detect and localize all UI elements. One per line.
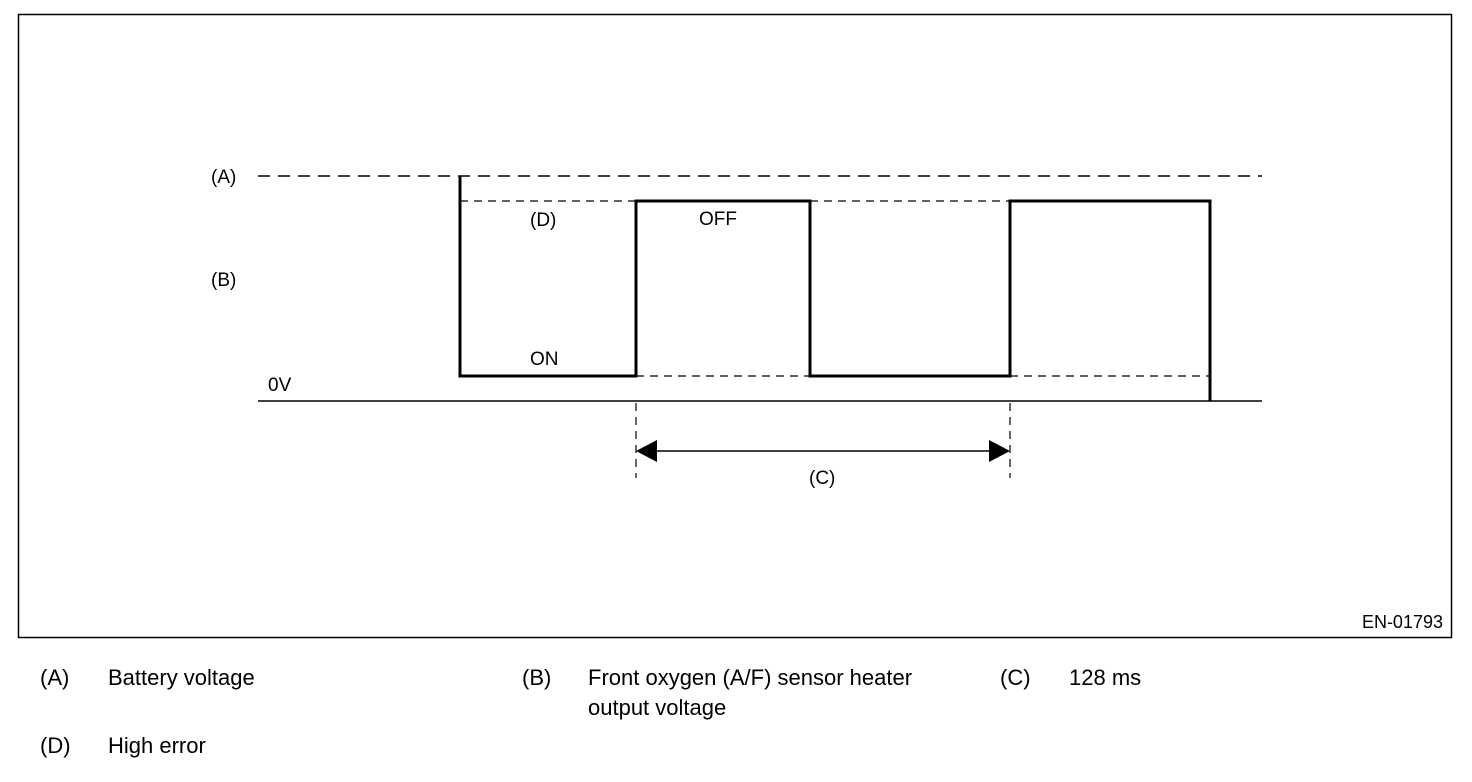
label-d: (D) xyxy=(530,210,556,231)
legend-text-c: 128 ms xyxy=(1069,665,1142,690)
figure-id: EN-01793 xyxy=(1362,612,1443,632)
heater-output-waveform xyxy=(458,176,1212,401)
legend-key-c: (C) xyxy=(1000,665,1031,690)
label-on: ON xyxy=(530,349,559,370)
legend-text-a: Battery voltage xyxy=(108,665,255,690)
legend-key-d: (D) xyxy=(40,733,71,758)
legend-text-b-line1: Front oxygen (A/F) sensor heater xyxy=(588,665,913,690)
label-off: OFF xyxy=(699,209,737,230)
label-0v: 0V xyxy=(268,375,292,396)
label-b: (B) xyxy=(211,270,236,291)
label-a: (A) xyxy=(211,167,236,188)
diagram-frame xyxy=(17,13,1453,639)
legend-key-b: (B) xyxy=(522,665,552,690)
legend-text-b-line2: output voltage xyxy=(588,695,727,720)
period-arrowhead-right xyxy=(989,440,1010,462)
legend-key-a: (A) xyxy=(40,665,70,690)
legend-text-d: High error xyxy=(108,733,206,758)
legend-text-b: Front oxygen (A/F) sensor heater output … xyxy=(588,663,912,723)
period-arrowhead-left xyxy=(636,440,657,462)
label-c: (C) xyxy=(809,468,835,489)
